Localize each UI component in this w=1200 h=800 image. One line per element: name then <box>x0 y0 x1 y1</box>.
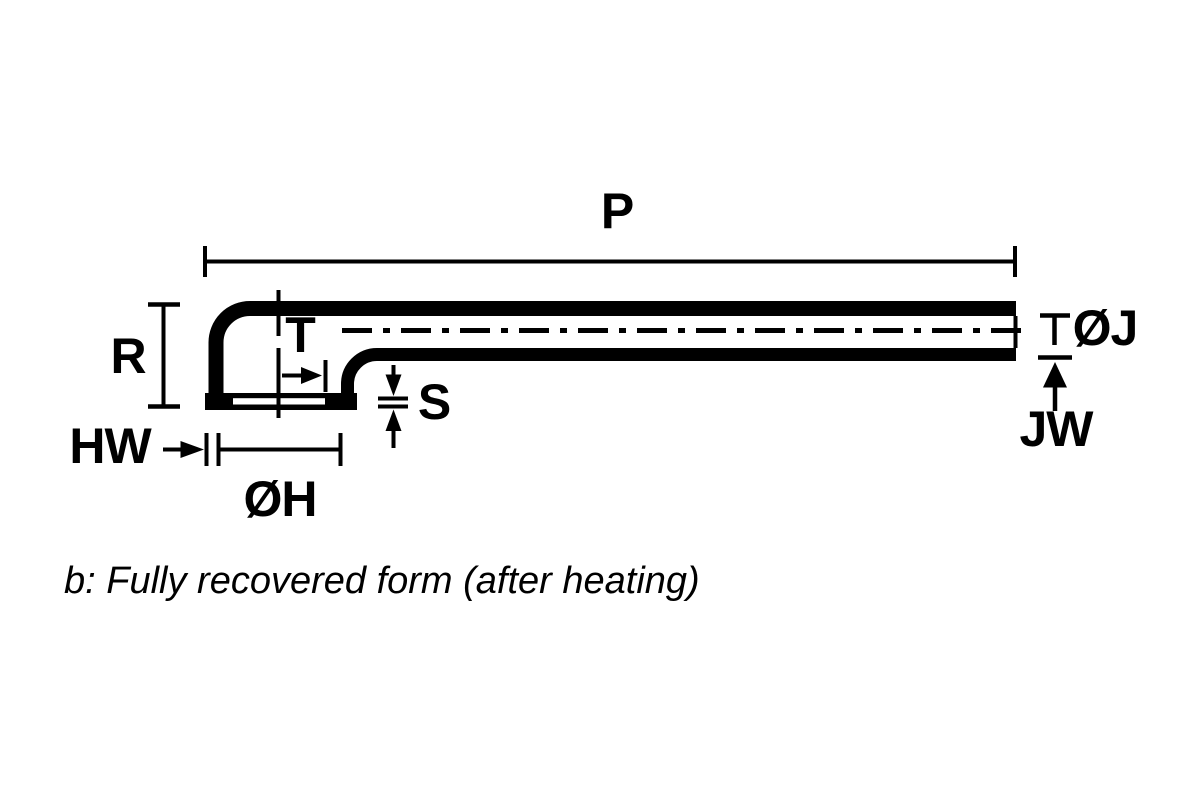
label-s: S <box>417 374 451 430</box>
jw-arrowhead-up-icon <box>1043 362 1067 388</box>
label-oh: ØH <box>243 471 318 527</box>
dimension-p <box>203 246 1017 277</box>
part-outline <box>205 301 1029 410</box>
dimension-jw <box>1043 362 1067 411</box>
label-jw: JW <box>1019 401 1094 457</box>
figure-caption: b: Fully recovered form (after heating) <box>64 560 700 602</box>
t-arrowhead-right-icon <box>301 367 322 384</box>
label-hw: HW <box>69 418 151 474</box>
dimension-s <box>378 365 408 448</box>
dimension-t <box>276 290 328 418</box>
dimension-r <box>148 302 180 409</box>
label-p: P <box>600 183 634 239</box>
s-arrowhead-down-icon <box>385 374 402 396</box>
hw-arrowhead-right-icon <box>180 441 204 458</box>
s-arrowhead-up-icon <box>385 409 402 431</box>
dimension-oj <box>1038 313 1072 360</box>
label-t: T <box>285 307 316 363</box>
label-oj: ØJ <box>1072 300 1139 356</box>
dimension-hw <box>163 433 221 466</box>
lower-wall-path <box>341 348 1016 401</box>
dimension-oh <box>218 433 343 466</box>
label-r: R <box>110 328 146 384</box>
top-wall-path <box>208 301 1016 400</box>
